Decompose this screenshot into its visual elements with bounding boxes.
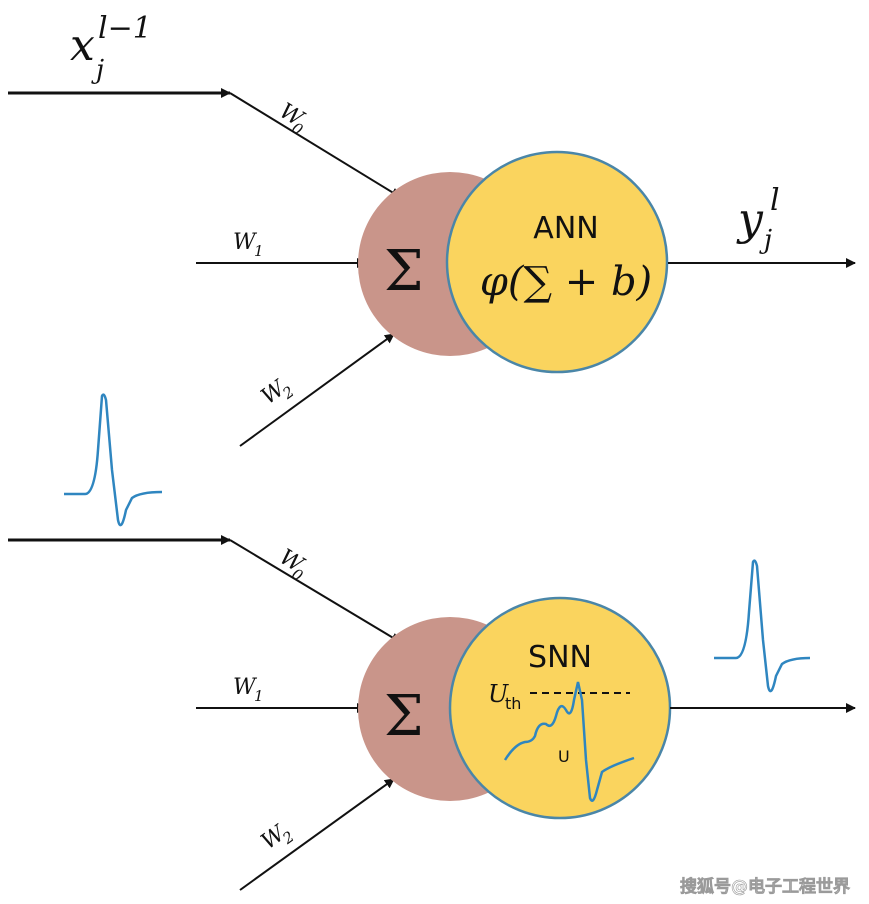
svg-text:th: th bbox=[505, 694, 521, 713]
svg-text:1: 1 bbox=[254, 687, 264, 705]
snn-w2-arrow bbox=[239, 778, 395, 891]
svg-text:U: U bbox=[488, 680, 509, 708]
snn-neuron-group: W 0 W 1 W 2 Σ SNN U th U bbox=[8, 393, 856, 891]
watermark-text: 搜狐号@电子工程世界 bbox=[680, 876, 850, 897]
ann-w2-arrow bbox=[239, 333, 395, 447]
ann-activation: φ(∑ + b) bbox=[480, 259, 652, 305]
ann-output-superscript: l bbox=[770, 183, 780, 218]
ann-title: ANN bbox=[533, 211, 598, 246]
snn-potential-label: U bbox=[558, 747, 570, 766]
ann-weight-w1: W 1 bbox=[233, 230, 264, 260]
ann-weight-w0: W 0 bbox=[275, 99, 309, 140]
ann-output-label: y bbox=[736, 194, 764, 245]
snn-threshold-label: U th bbox=[488, 680, 521, 713]
ann-sum-symbol: Σ bbox=[384, 239, 424, 304]
snn-input-spike bbox=[64, 393, 163, 527]
snn-weight-w1: W 1 bbox=[233, 675, 264, 705]
snn-title: SNN bbox=[528, 640, 592, 675]
snn-w0-arrow bbox=[229, 539, 401, 643]
ann-input-superscript: l−1 bbox=[98, 11, 152, 46]
snn-output-spike bbox=[714, 559, 811, 693]
svg-text:W: W bbox=[233, 230, 258, 255]
snn-sum-symbol: Σ bbox=[384, 684, 424, 749]
snn-weight-w0: W 0 bbox=[275, 545, 309, 586]
snn-membrane-trace bbox=[503, 681, 635, 802]
svg-text:W: W bbox=[233, 675, 258, 700]
ann-neuron-circle bbox=[445, 150, 669, 374]
ann-neuron-group: x j l−1 W 0 W 1 W 2 Σ ANN φ(∑ + b) y bbox=[8, 11, 856, 447]
svg-text:1: 1 bbox=[254, 242, 264, 260]
ann-input-label: x bbox=[70, 20, 95, 71]
ann-w0-arrow bbox=[229, 92, 401, 198]
